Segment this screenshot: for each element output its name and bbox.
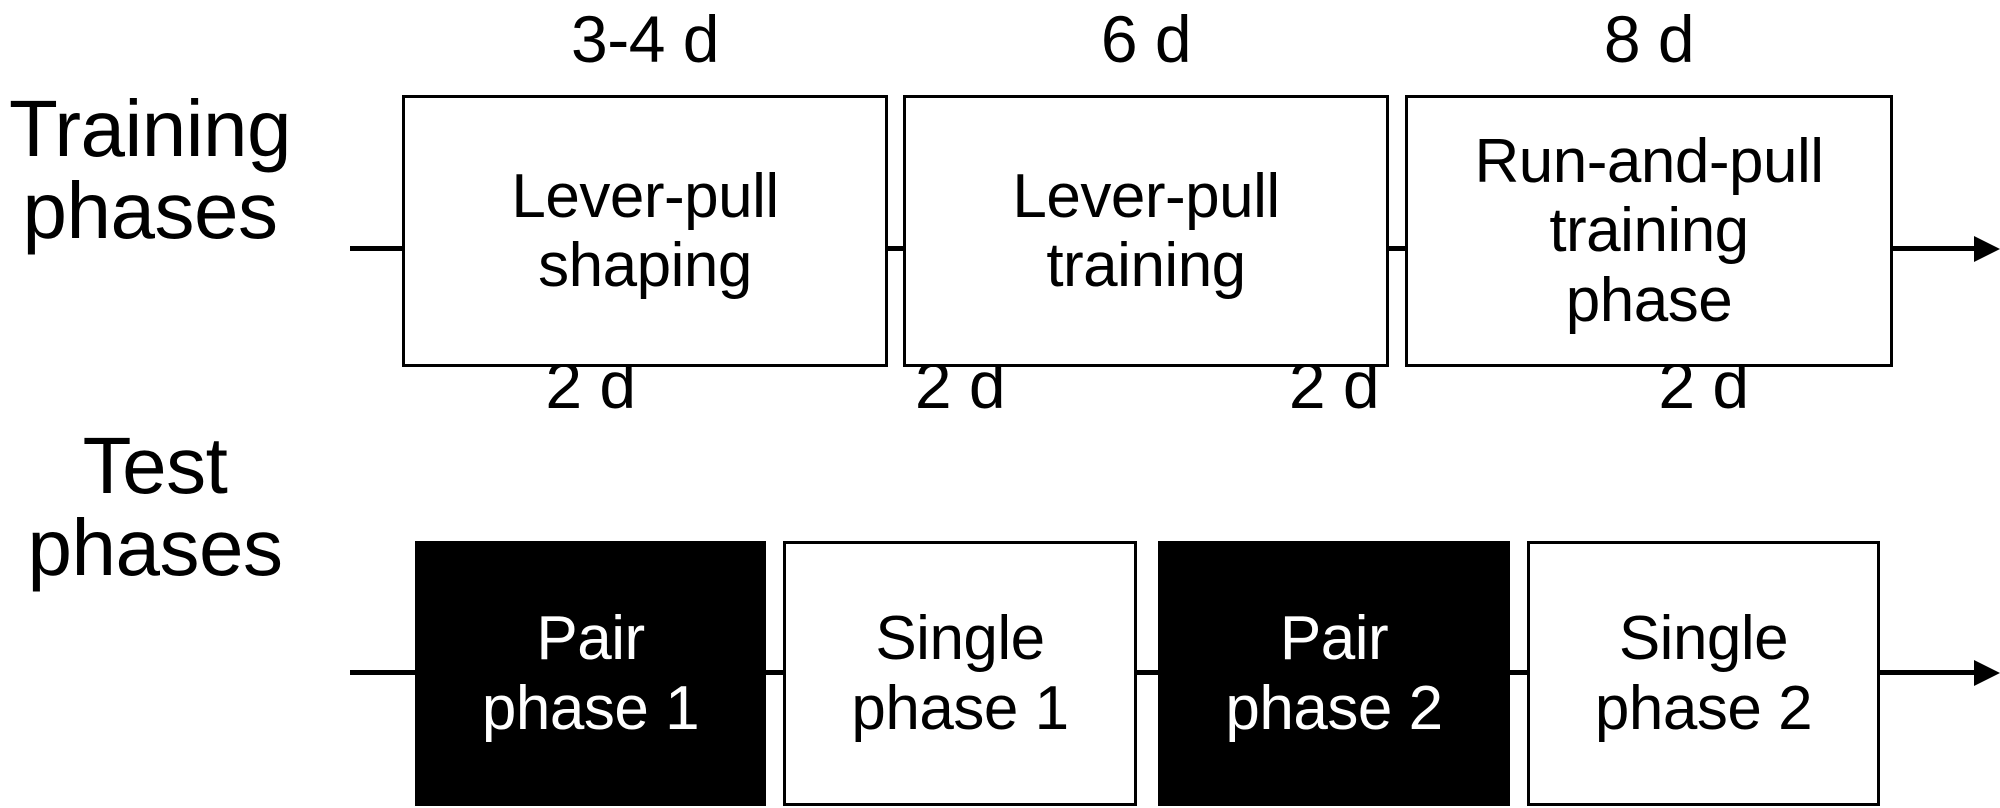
phase-box-lever-pull-training[interactable]: Lever-pull training xyxy=(903,95,1389,367)
duration-lever-pull-training: 6 d xyxy=(1100,2,1192,76)
phase-box-single-phase-1[interactable]: Single phase 1 xyxy=(783,541,1137,806)
phase-box-single-phase-2[interactable]: Single phase 2 xyxy=(1527,541,1880,806)
training-timeline-arrowhead xyxy=(1974,236,2000,262)
phase-box-pair-phase-1[interactable]: Pair phase 1 xyxy=(415,541,766,806)
phase-box-pair-phase-2[interactable]: Pair phase 2 xyxy=(1158,541,1510,806)
row-label-training-phases: Training phases xyxy=(8,84,292,255)
phase-box-lever-pull-shaping[interactable]: Lever-pull shaping xyxy=(402,95,888,367)
phase-box-run-and-pull-training-phase[interactable]: Run-and-pull training phase xyxy=(1405,95,1893,367)
duration-lever-pull-shaping: 3-4 d xyxy=(571,2,719,76)
duration-run-and-pull-training-phase: 8 d xyxy=(1603,2,1695,76)
test-timeline-arrowhead xyxy=(1974,660,2000,686)
row-label-test-phases: Test phases xyxy=(27,421,283,592)
